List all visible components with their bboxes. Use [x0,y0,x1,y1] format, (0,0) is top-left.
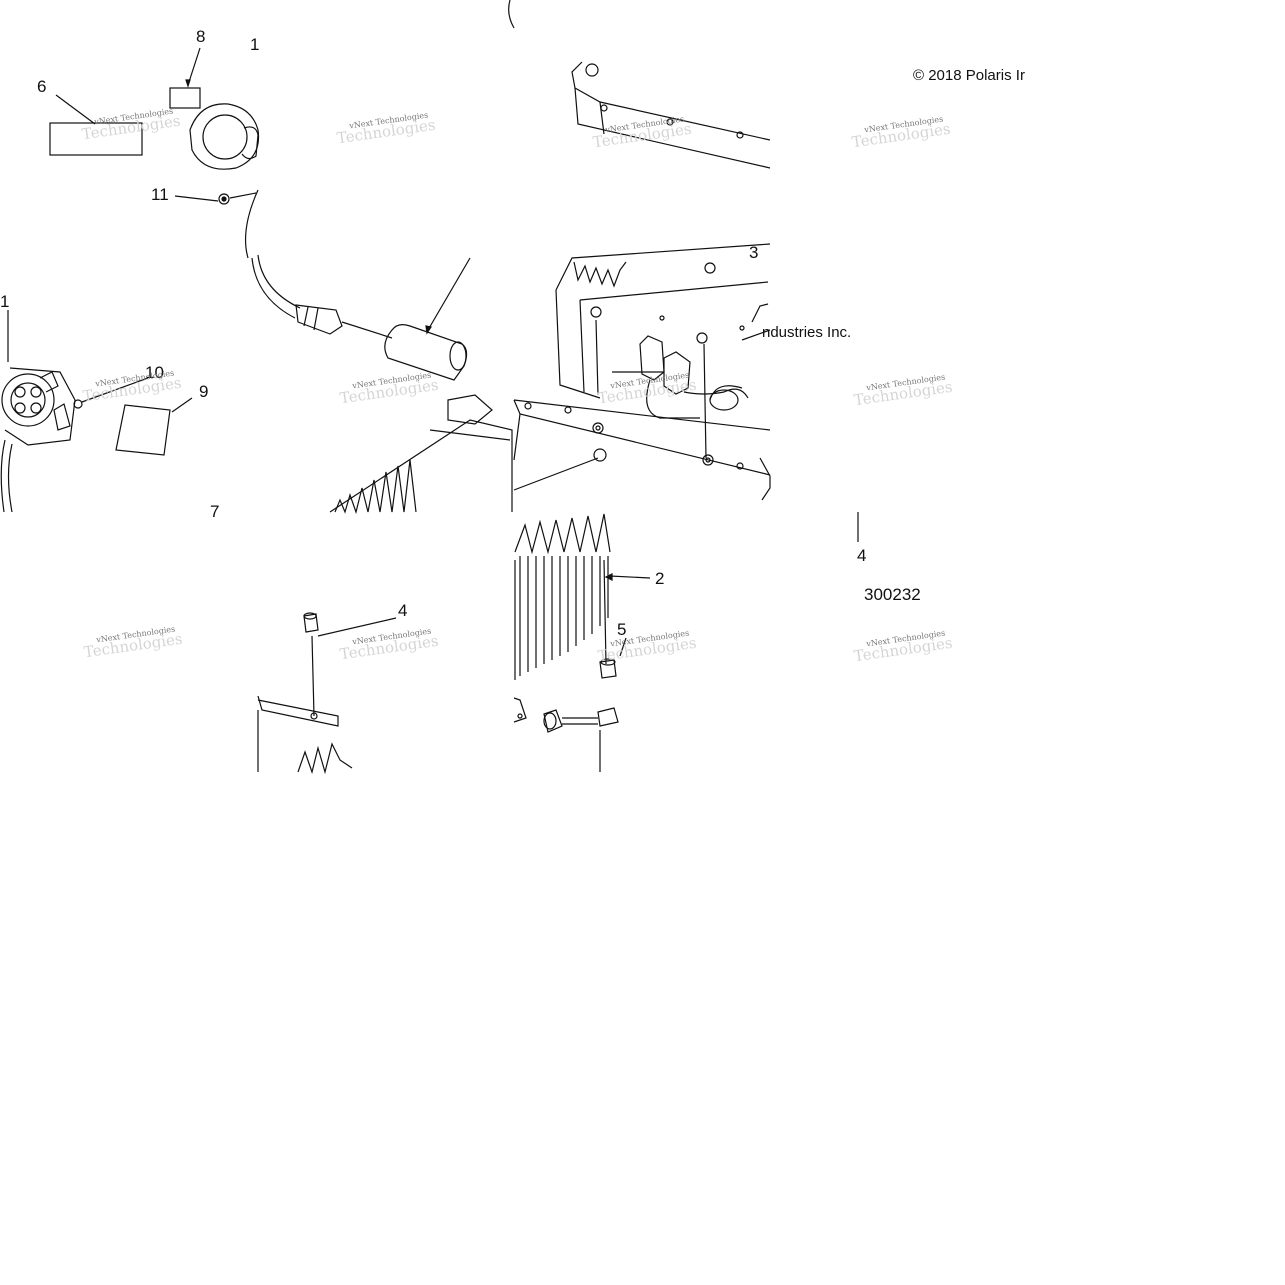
callout-4-right: 4 [857,546,867,565]
callout-2: 2 [655,569,665,588]
charge-port-ring [189,103,260,170]
charger-harness-connectors [612,335,749,419]
callout-8: 8 [196,27,206,46]
screw-11 [174,192,257,205]
bottom-bracket [257,612,397,775]
charge-cable [244,189,393,339]
callout-3: 3 [749,243,759,262]
ac-inlet-assembly [0,310,76,513]
tag-label-8 [169,47,201,109]
callout-7: 7 [210,502,220,521]
frame-arc [508,0,515,29]
callout-5: 5 [617,620,627,639]
part-number: 300232 [864,585,921,604]
callout-9: 9 [199,382,209,401]
callout-1-left: 1 [0,292,10,311]
spacer-and-bolt [513,697,619,772]
decal-label-9 [115,397,193,456]
lower-mounting-bracket [513,399,771,501]
decal-label-6 [49,94,143,156]
screw-10 [73,377,149,409]
callout-6: 6 [37,77,47,96]
callout-11: 11 [151,185,169,204]
upper-mounting-bracket [571,61,771,169]
battery-charger-unit [555,243,771,459]
cable-sleeve [384,257,471,381]
screw-5 [599,559,627,679]
callout-10: 10 [145,363,164,382]
heatsink-fins [514,513,651,680]
callout-4-left: 4 [398,601,408,620]
copyright-fragment: ndustries Inc. [762,324,852,341]
copyright-text: © 2018 Polaris Ir [913,67,1025,84]
callout-1-top: 1 [250,35,260,54]
charger-corner-fins [329,394,513,515]
